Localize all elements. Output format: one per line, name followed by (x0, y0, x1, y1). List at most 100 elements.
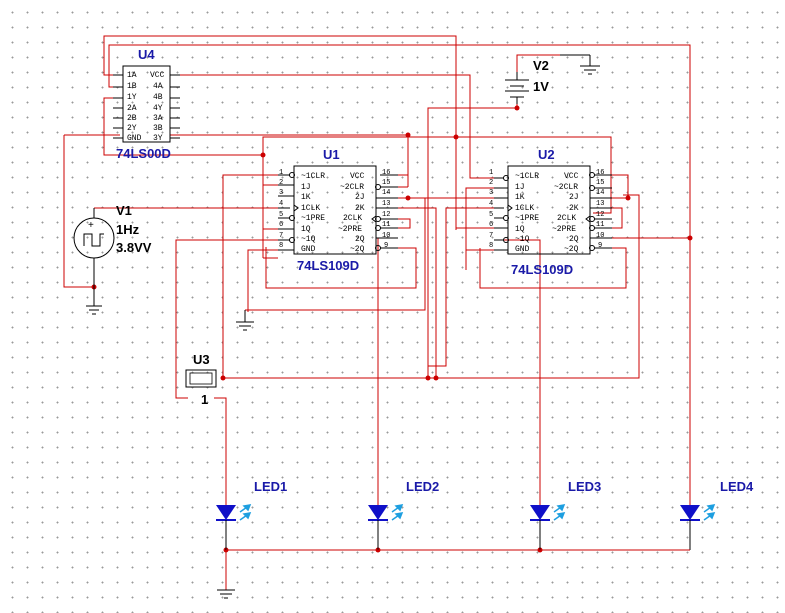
wire[interactable] (398, 218, 411, 229)
wire[interactable] (222, 174, 278, 378)
u1-pin-label: 1J (301, 183, 311, 192)
wire[interactable] (398, 174, 409, 187)
u4-pin-label: 3Y (153, 134, 163, 143)
u2-pin-number: 7 (489, 232, 493, 240)
u1-pin-label: 1Q (301, 225, 311, 234)
wire[interactable] (612, 207, 623, 229)
u2-pin-label: ~2PRE (552, 225, 576, 234)
u2-pin-number: 3 (489, 189, 493, 197)
wire[interactable] (247, 249, 278, 305)
v2-volt: 1V (533, 79, 549, 94)
u2-pin-number: 15 (596, 179, 604, 187)
u4-pin-label: 1Y (127, 93, 137, 102)
u1-pin-number: 2 (279, 179, 283, 187)
u4-pin-label: 2A (127, 104, 137, 113)
u1-pin-label: 2J (355, 193, 365, 202)
wire[interactable] (223, 194, 640, 379)
u2-pin-number: 5 (489, 211, 493, 219)
v2-dc-source[interactable]: V2 1V (505, 54, 600, 104)
led3[interactable]: LED3 (530, 479, 601, 550)
wire[interactable] (175, 239, 278, 399)
u1-pin-label: ~2PRE (338, 225, 362, 234)
u1-pin-number: 15 (382, 179, 390, 187)
v1-symbol (73, 217, 115, 259)
wire[interactable] (108, 44, 691, 505)
v1-freq: 1Hz (116, 222, 140, 237)
wire[interactable] (265, 247, 417, 289)
u2-part: 74LS109D (511, 262, 573, 277)
u1-pin-number: 4 (279, 200, 283, 208)
u2-pin-number: 6 (489, 221, 493, 229)
led4[interactable]: LED4 (680, 479, 754, 550)
u2-pin-number: 4 (489, 200, 493, 208)
u2-pin-number: 1 (489, 169, 493, 177)
u1-pin-number: 5 (279, 211, 283, 219)
wire[interactable] (612, 174, 629, 199)
u3-probe[interactable]: U3 1 (185, 352, 217, 407)
u2-pin-label: ~1CLR (515, 172, 539, 181)
u3-body (185, 369, 217, 388)
u1-pin-number: 1 (279, 169, 283, 177)
u3-value: 1 (201, 392, 208, 407)
wire[interactable] (214, 397, 227, 505)
u2-pin-label: 1J (515, 183, 525, 192)
u2-pin-label: GND (515, 245, 530, 254)
u2-body (507, 165, 591, 255)
wire[interactable] (63, 135, 94, 288)
u1-pin-number: 3 (279, 189, 283, 197)
wire[interactable] (170, 134, 409, 187)
junction-dot (425, 375, 431, 381)
led2-label: LED2 (406, 479, 439, 494)
u4-pin-label: 4A (153, 82, 163, 91)
u2-pin-number: 12 (596, 211, 604, 219)
u2-pin-label: 1K (515, 193, 525, 202)
junction-dot (514, 105, 520, 111)
wire[interactable] (170, 74, 480, 179)
u4-body (122, 65, 171, 143)
junction-dot (405, 132, 411, 138)
u2-pin-label: 2CLK (557, 214, 576, 223)
led2[interactable]: LED2 (368, 479, 439, 550)
led3-label: LED3 (568, 479, 601, 494)
wire[interactable] (428, 207, 494, 367)
led1-label: LED1 (254, 479, 287, 494)
led1[interactable]: LED1 (216, 479, 287, 550)
wire[interactable] (377, 237, 398, 505)
u1-pin-number: 10 (382, 232, 390, 240)
u2-pin-label: ~1Q (515, 235, 530, 244)
u2-pin-number: 16 (596, 169, 604, 177)
v1-ref: V1 (116, 203, 132, 218)
u4-pin-label: 2Y (127, 124, 137, 133)
ground-symbol (236, 310, 254, 331)
junction-dot (405, 195, 411, 201)
v1-clock-source[interactable]: + V1 1Hz 3.8VV (73, 203, 152, 315)
junction-dot (625, 195, 631, 201)
wire[interactable] (516, 54, 560, 76)
u2-pin-label: 1Q (515, 225, 525, 234)
u1-chip[interactable]: U1 74LS109D ~1CLR 1J 1K 1CLK ~1PRE 1Q ~1… (278, 147, 398, 273)
u2-pin-label: ~2CLR (554, 183, 578, 192)
u4-part: 74LS00D (116, 146, 171, 161)
u1-pin-number: 8 (279, 242, 283, 250)
led-ground-bus (217, 549, 690, 599)
u1-pin-label: VCC (350, 172, 365, 181)
v1-volt: 3.8VV (116, 240, 152, 255)
wire[interactable] (465, 187, 494, 270)
u2-chip[interactable]: U2 74LS109D ~1CLR 1J 1K 1CLK ~1PRE 1Q ~1… (489, 147, 612, 277)
wire[interactable] (427, 98, 518, 378)
u2-pin-number: 11 (596, 221, 604, 229)
wire[interactable] (494, 239, 541, 505)
wire[interactable] (479, 247, 627, 289)
u1-pin-number: 12 (382, 211, 390, 219)
u1-pin-label: GND (301, 245, 316, 254)
u1-pin-label: 2CLK (343, 214, 362, 223)
u4-chip[interactable]: U4 74LS00D 1A 1B 1Y 2A 2B 2Y GND VCC 4A … (113, 47, 180, 161)
u2-pin-label: 2J (569, 193, 579, 202)
u3-ref: U3 (193, 352, 210, 367)
svg-text:+: + (88, 220, 94, 231)
junction-dot (453, 134, 459, 140)
junction-dot (260, 152, 266, 158)
wire[interactable] (398, 207, 437, 378)
u2-pin-number: 2 (489, 179, 493, 187)
